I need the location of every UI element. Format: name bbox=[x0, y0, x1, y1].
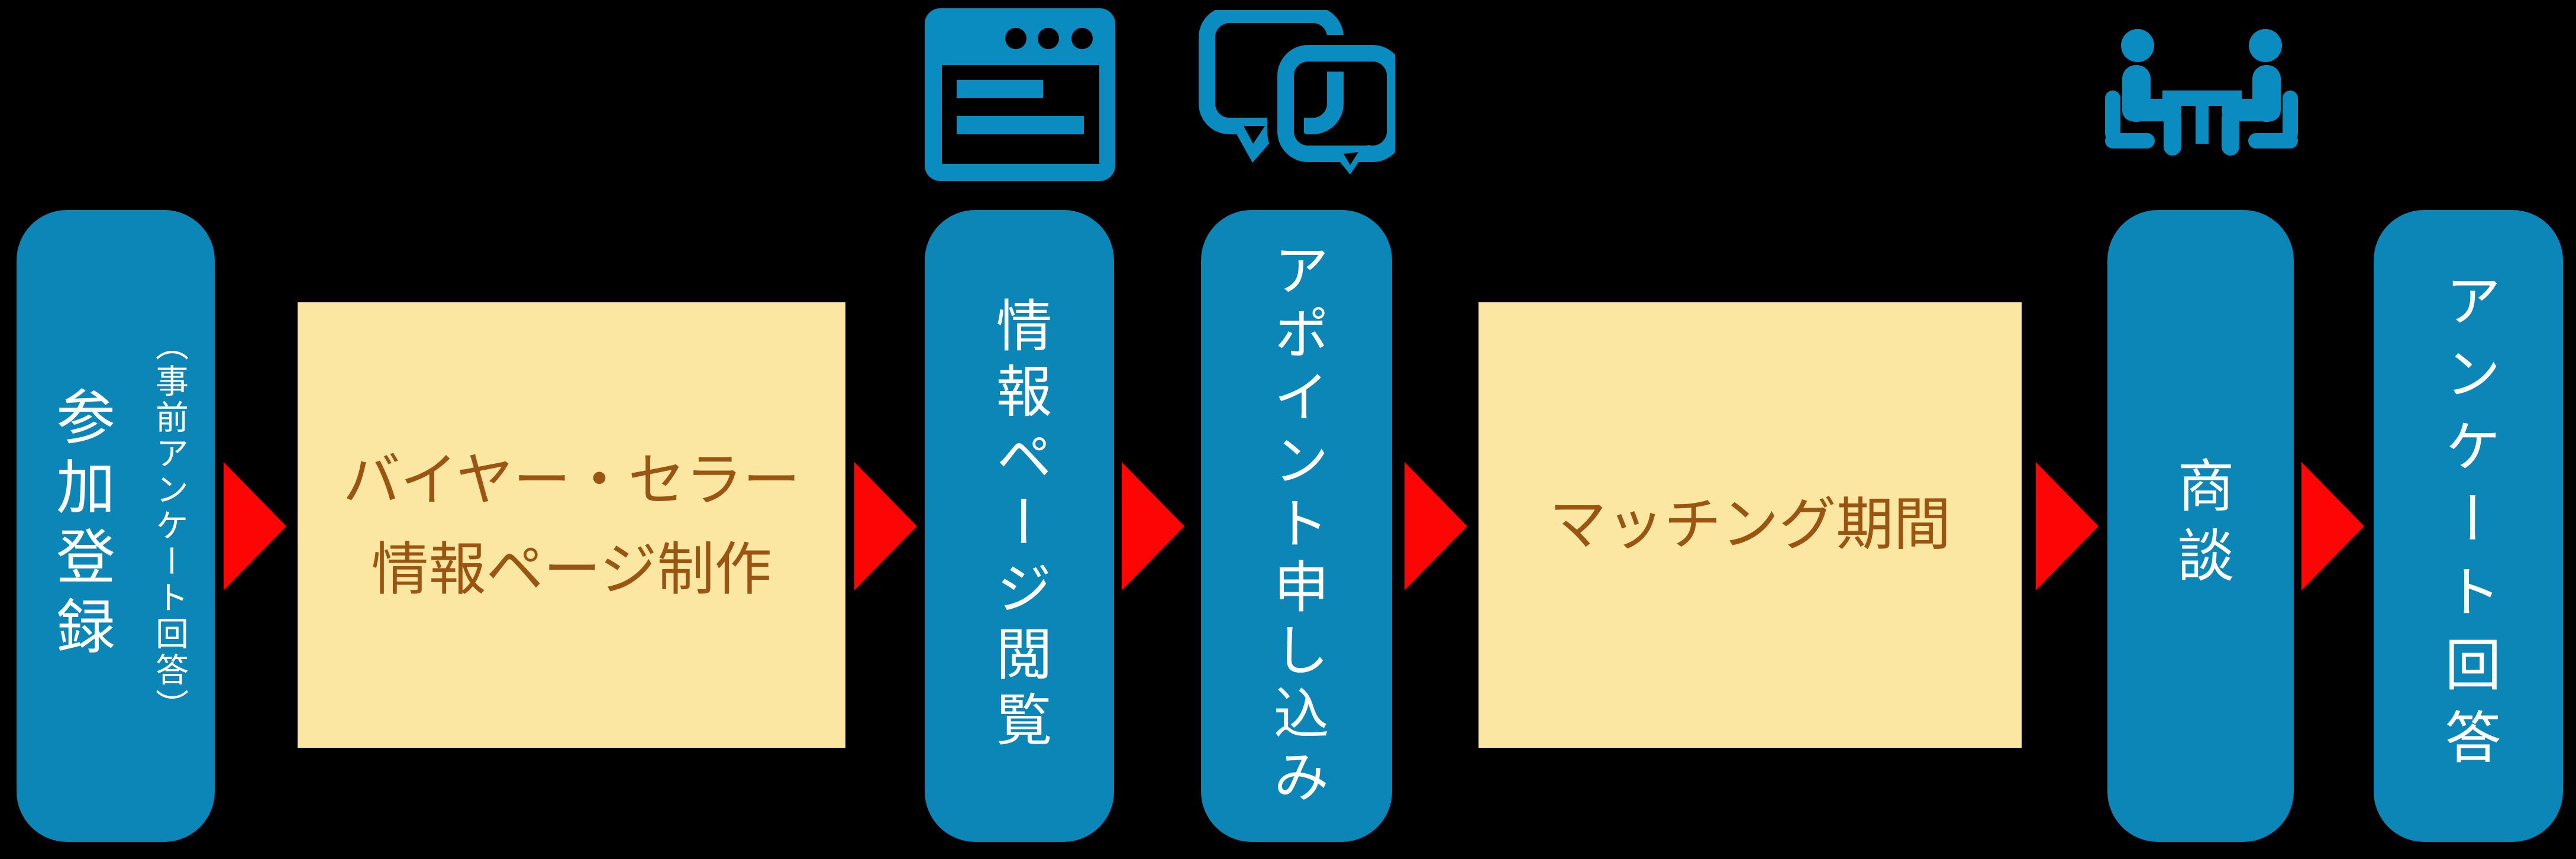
chat-bubbles-icon bbox=[1199, 10, 1395, 175]
buyer-seller-page-line2: 情報ページ制作 bbox=[371, 537, 772, 602]
registration-label: 参加登録 bbox=[47, 386, 114, 666]
meeting-table-icon bbox=[2105, 29, 2298, 156]
registration-box: 参加登録 （事前アンケート回答） bbox=[17, 210, 215, 842]
arrow-right-icon bbox=[1122, 462, 1184, 590]
survey-response-label: アンケート回答 bbox=[2436, 271, 2500, 781]
arrow-right-icon bbox=[2036, 462, 2099, 590]
appointment-request-box: アポイント申し込み bbox=[1201, 210, 1392, 842]
info-page-view-box: 情報ページ閲覧 bbox=[925, 210, 1114, 842]
buyer-seller-page-box: バイヤー・セラー 情報ページ制作 bbox=[298, 302, 845, 748]
arrow-right-icon bbox=[1405, 462, 1467, 590]
negotiation-label: 商談 bbox=[2169, 456, 2232, 596]
negotiation-box: 商談 bbox=[2107, 210, 2294, 842]
buyer-seller-page-line1: バイヤー・セラー bbox=[343, 448, 800, 513]
matching-period-box: マッチング期間 bbox=[1479, 302, 2022, 748]
arrow-right-icon bbox=[224, 462, 286, 590]
browser-window-icon bbox=[925, 8, 1115, 181]
arrow-right-icon bbox=[2301, 462, 2364, 590]
info-page-view-label: 情報ページ閲覧 bbox=[987, 296, 1051, 756]
appointment-request-label: アポイント申し込み bbox=[1266, 241, 1328, 811]
survey-response-box: アンケート回答 bbox=[2374, 210, 2563, 842]
matching-period-label: マッチング期間 bbox=[1549, 492, 1951, 557]
registration-sublabel: （事前アンケート回答） bbox=[151, 327, 189, 725]
arrow-right-icon bbox=[854, 462, 917, 590]
